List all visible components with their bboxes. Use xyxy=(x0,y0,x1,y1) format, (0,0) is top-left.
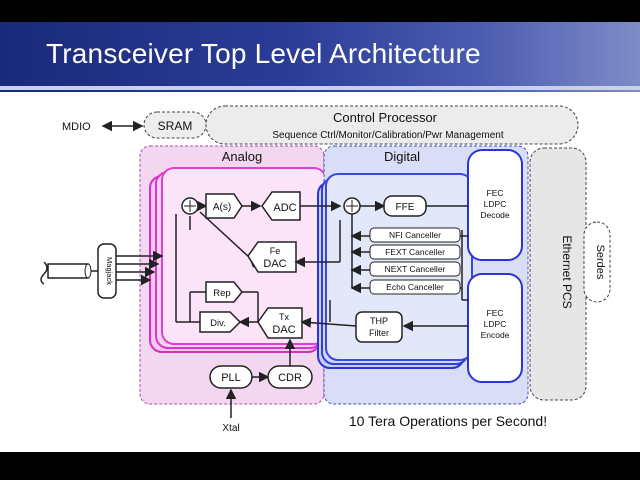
tx-dac-label-2: DAC xyxy=(272,324,295,336)
serdes-block xyxy=(583,221,611,303)
control-processor-label: Control Processor xyxy=(333,110,438,125)
cdr-block xyxy=(267,365,313,389)
fec-decode-block xyxy=(467,149,523,261)
fe-dac-label-1: Fe xyxy=(270,246,281,256)
thp-filter-block xyxy=(355,311,403,343)
pll-label: PLL xyxy=(221,372,241,384)
ffe-block xyxy=(383,195,427,217)
fec-encode-line-2: LDPC xyxy=(484,319,507,329)
banner-divider xyxy=(0,86,640,90)
magjack-label: Magjack xyxy=(105,257,114,285)
control-processor-subtitle: Sequence Ctrl/Monitor/Calibration/Pwr Ma… xyxy=(272,130,503,141)
nfi-canceller-label: NFI Canceller xyxy=(389,230,441,240)
fec-decode-line-2: LDPC xyxy=(484,199,507,209)
serdes-label: Serdes xyxy=(594,245,606,280)
rep-label: Rep xyxy=(213,288,230,299)
fext-canceller-block xyxy=(369,244,461,260)
analog-wiring xyxy=(175,200,342,366)
next-canceller-block xyxy=(369,261,461,277)
fec-decode-line-3: Decode xyxy=(480,210,510,220)
cdr-label: CDR xyxy=(278,372,302,384)
fec-decode-line-1: FEC xyxy=(487,188,504,198)
nfi-canceller-block xyxy=(369,227,461,243)
footer-note: 10 Tera Operations per Second! xyxy=(349,413,547,429)
as-label: A(s) xyxy=(213,202,231,213)
ethernet-pcs-block xyxy=(529,147,587,401)
sram-label: SRAM xyxy=(158,119,193,133)
fext-canceller-label: FEXT Canceller xyxy=(385,247,445,257)
fec-encode-line-3: Encode xyxy=(481,330,510,340)
letterbox-top xyxy=(0,0,640,22)
magjack-lanes xyxy=(116,250,164,286)
mdio-label: MDIO xyxy=(62,121,91,133)
digital-wiring xyxy=(294,200,468,332)
slide-title: Transceiver Top Level Architecture xyxy=(46,38,481,69)
thp-label-2: Filter xyxy=(369,328,389,338)
as-block xyxy=(205,193,243,219)
echo-canceller-block xyxy=(369,279,461,295)
fe-dac-label-2: DAC xyxy=(263,258,286,270)
next-canceller-label: NEXT Canceller xyxy=(385,264,446,274)
fec-encode-line-1: FEC xyxy=(487,308,504,318)
fec-encode-block xyxy=(467,273,523,383)
analog-summer xyxy=(181,197,199,215)
cable-icon xyxy=(40,261,92,285)
digital-label: Digital xyxy=(384,149,420,164)
div-label: Div. xyxy=(210,318,226,329)
echo-canceller-label: Echo Canceller xyxy=(386,282,444,292)
analog-label: Analog xyxy=(222,149,262,164)
xtal-label: Xtal xyxy=(222,423,239,434)
thp-label-1: THP xyxy=(370,316,388,326)
title-banner xyxy=(0,22,640,92)
div-block xyxy=(199,311,242,333)
letterbox-bottom xyxy=(0,452,640,480)
adc-label: ADC xyxy=(273,202,296,214)
digital-summer xyxy=(343,197,361,215)
magjack-block xyxy=(97,243,117,299)
control-processor-block xyxy=(205,105,579,145)
ethernet-pcs-label: Ethernet PCS xyxy=(560,235,574,308)
tx-dac-label-1: Tx xyxy=(279,312,289,322)
ffe-label: FFE xyxy=(396,202,415,213)
rep-block xyxy=(205,281,243,303)
adc-block xyxy=(261,191,301,221)
